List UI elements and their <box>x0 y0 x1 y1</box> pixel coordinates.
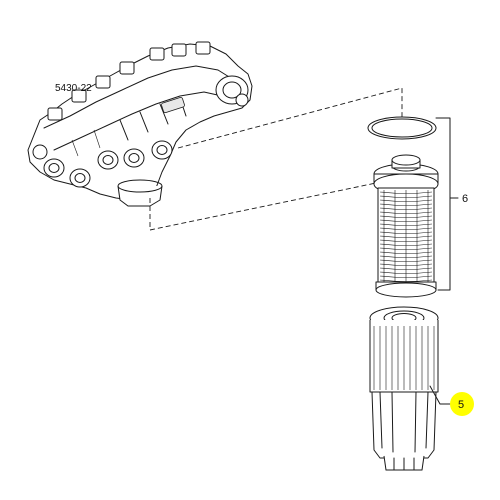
callout-5-highlight <box>450 392 474 416</box>
housing-ports <box>32 140 173 188</box>
reference-code-label: 5430-22 <box>55 83 92 94</box>
callout-6-label: 6 <box>462 193 468 205</box>
o-ring-seal <box>367 116 437 140</box>
exploded-view-lines <box>149 87 403 231</box>
callout-6-bracket <box>435 117 459 291</box>
housing-bosses <box>47 41 211 121</box>
filter-housing-drawing <box>27 41 253 207</box>
filter-bowl <box>369 306 439 471</box>
filter-element <box>373 154 439 298</box>
bowl-ribs <box>373 326 435 390</box>
filter-pleats <box>379 190 433 284</box>
callout-5-leader <box>429 385 451 405</box>
callout-5-label: 5 <box>458 399 464 411</box>
